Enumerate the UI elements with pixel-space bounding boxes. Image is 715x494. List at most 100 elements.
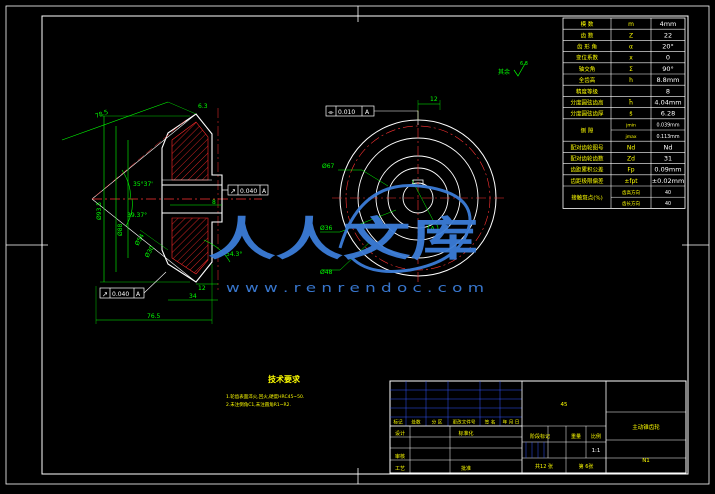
gear-section-view <box>91 108 262 290</box>
param-symbol: h̄ <box>628 99 633 106</box>
front-leader-6 <box>339 239 373 271</box>
tech-req-line-1: 1.轮齿表面淬火,回火,硬度HRC45~50. <box>226 393 304 400</box>
front-dim-outer: Ø67 <box>322 163 335 170</box>
param-name: 模 数 <box>581 20 594 28</box>
param-value: 90° <box>662 65 674 73</box>
title-row-label: 工艺 <box>395 466 405 472</box>
cone-line-top <box>91 113 197 200</box>
param-value: 31 <box>664 155 672 163</box>
roughness-note: 其余 6.3 <box>498 61 528 77</box>
param-name: 分度圆弦齿高 <box>570 99 604 107</box>
dim-text-len3: 34 <box>189 293 197 300</box>
datum-label: A <box>431 226 436 233</box>
dim-text-d1: Ø93.5 <box>96 202 103 220</box>
gdt-bottom-value: 0.040 <box>112 291 129 298</box>
param-name: 接触斑点(%) <box>571 194 603 202</box>
title-scale-value: 1:1 <box>592 448 601 454</box>
param-symbol: Z <box>629 32 633 39</box>
param-symbol: Σ <box>629 66 633 73</box>
tech-req-title: 技术要求 <box>268 374 301 384</box>
gdt-top-datum: A <box>262 188 267 195</box>
title-standardization-label: 标准化 <box>458 430 473 437</box>
dim-text-d2: Ø88 <box>117 223 124 236</box>
param-value: 40 <box>665 190 671 196</box>
gear-end-view: Ø67 Ø36 Ø48 12 A ⌯ 0.010 A <box>320 96 504 286</box>
title-row-label: 设计 <box>395 430 405 437</box>
gdt-top-symbol: ↗ <box>230 188 236 196</box>
watermark-swirl-icon <box>338 184 472 273</box>
title-row-label: 审核 <box>395 453 405 460</box>
title-header-label: 更改文件号 <box>453 419 476 426</box>
title-block: 标记处数分 区更改文件号签 名年 月 日设计审核工艺标准化批准45阶段标记重量比… <box>389 380 687 474</box>
title-sheet-no: 第 6张 <box>579 463 594 470</box>
runout-tolerance-frame-bottom: ↗ 0.040 A <box>99 271 167 299</box>
param-name: 齿 形 角 <box>577 43 597 51</box>
param-symbol: x <box>629 55 633 62</box>
tech-req-line-2: 2.未注倒角C1,未注圆角R1~R2. <box>226 401 291 408</box>
param-symbol: s̄ <box>629 111 632 118</box>
gear-body-outline <box>161 113 223 283</box>
angle-arc-2 <box>125 198 133 227</box>
dim-text-len2: 8 <box>212 199 216 206</box>
leader-line-1 <box>139 229 169 251</box>
param-value: 6.28 <box>661 110 675 118</box>
runout-tolerance-frame-top: ↗ 0.040 A <box>222 184 269 196</box>
front-dim-inner: Ø48 <box>320 269 333 276</box>
dim-text-ang1: 35°37' <box>133 181 153 188</box>
param-symbol: 齿高方向 <box>622 189 640 196</box>
roughness-symbol-icon <box>513 61 527 77</box>
cone-line-bottom <box>91 198 197 283</box>
param-name: 变位系数 <box>576 54 599 62</box>
section-view-dimensions: Ø93.5 Ø88 Ø54 Ø30 35°37' 39.37° 54.3° 78… <box>61 101 269 324</box>
param-value: Nd <box>664 143 673 151</box>
param-name: 侧 隙 <box>581 127 594 135</box>
param-table-frame <box>562 17 686 209</box>
param-symbol: 齿长方向 <box>622 200 640 207</box>
param-value: 8 <box>666 87 670 95</box>
param-symbol: h <box>629 77 633 84</box>
param-value: ±0.02mm <box>652 177 685 185</box>
param-value: 22 <box>664 31 672 39</box>
param-value: 0.039mm <box>656 123 679 129</box>
title-sheet-total: 共12 张 <box>535 463 553 470</box>
gdt-front-datum: A <box>365 109 370 116</box>
title-part-name: 主动锥齿轮 <box>632 423 660 431</box>
title-weight-label: 重量 <box>571 433 581 440</box>
param-symbol: Fp <box>627 167 634 174</box>
front-dim-keyway: 12 <box>430 96 438 103</box>
param-name: 轴交角 <box>579 65 596 73</box>
param-symbol: α <box>629 44 633 51</box>
front-leader-4 <box>339 209 397 233</box>
title-block-frame <box>389 380 687 474</box>
title-header-label: 标记 <box>393 419 403 426</box>
param-name: 齿距极限偏差 <box>570 177 604 185</box>
title-header-label: 分 区 <box>432 419 443 426</box>
pitch-cone-line <box>91 119 187 200</box>
roughness-note-text: 其余 <box>498 68 510 76</box>
section-hatch-bottom <box>171 217 209 275</box>
param-value: 4mm <box>660 20 677 28</box>
param-name: 精度等级 <box>576 87 599 95</box>
roughness-note-value: 6.3 <box>520 61 528 67</box>
datum-circle <box>427 222 439 234</box>
dim-text-ang2: 39.37° <box>127 212 147 219</box>
param-symbol: Nd <box>627 144 635 151</box>
gdt-bottom-symbol: ↗ <box>102 291 108 299</box>
gdt-top-value: 0.040 <box>240 188 257 195</box>
slant-dim-top <box>61 101 169 141</box>
title-drawing-code: N1 <box>642 458 650 464</box>
gdt-front-symbol: ⌯ <box>328 109 334 117</box>
param-value: 20° <box>662 43 674 51</box>
front-dim-mid: Ø36 <box>320 225 333 232</box>
title-header-label: 签 名 <box>485 419 496 426</box>
param-symbol: jmax <box>624 134 636 140</box>
section-hatch-top <box>171 121 209 181</box>
title-material: 45 <box>561 402 568 408</box>
slant-ext-top <box>167 101 197 115</box>
title-header-label: 年 月 日 <box>503 419 520 426</box>
param-name: 配对齿轮齿数 <box>570 155 604 163</box>
param-name: 齿 数 <box>581 31 594 39</box>
title-stage-label: 阶段标记 <box>530 433 550 440</box>
